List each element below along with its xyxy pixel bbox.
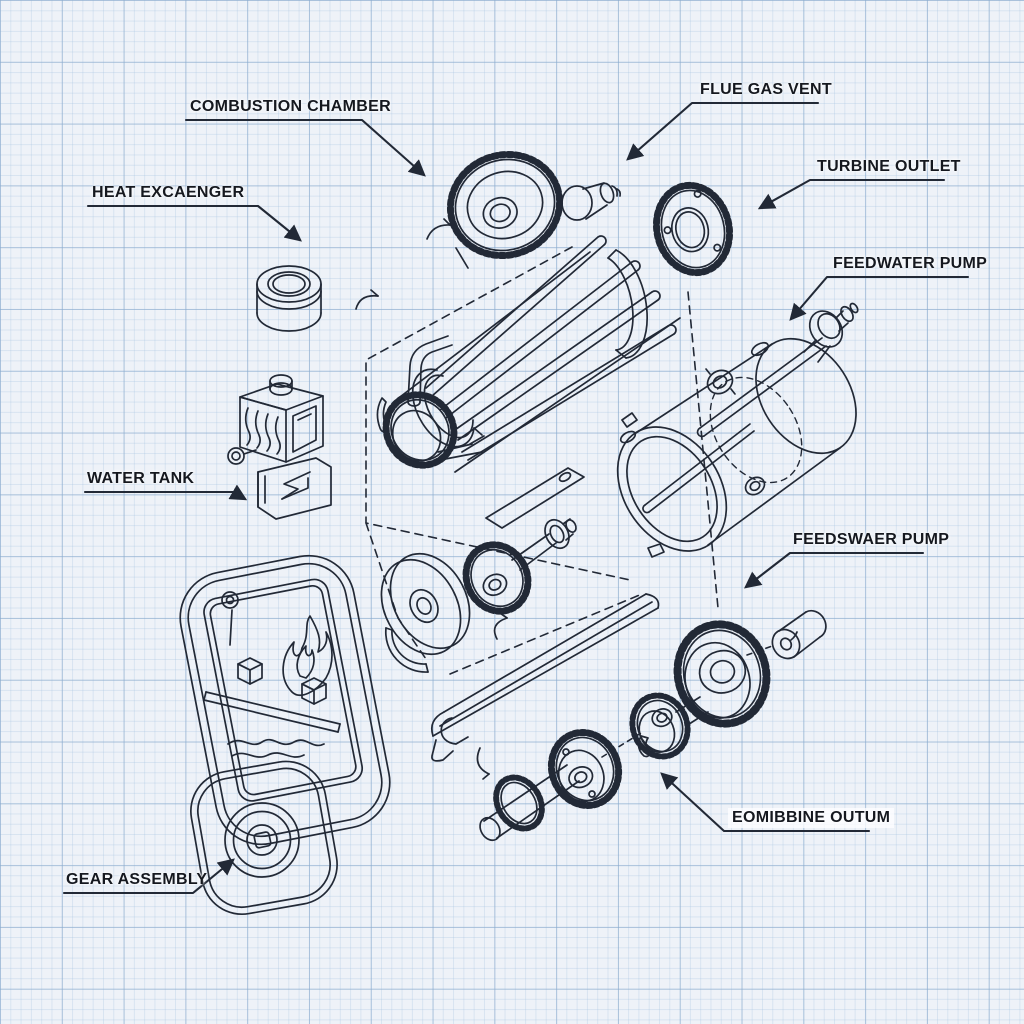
- label-combustion-chamber: COMBUSTION CHAMBER: [190, 98, 391, 115]
- label-heat-exchanger: HEAT EXCAENGER: [92, 184, 245, 201]
- leader-feedswaer-pump: [744, 551, 925, 589]
- flame: [282, 615, 333, 697]
- label-feedwater-pump-lower: FEEDSWAER PUMP: [793, 531, 950, 548]
- motion-marks: [355, 218, 508, 780]
- heat-exchanger-tube-bundle: [376, 235, 681, 529]
- leader-feedwater-pump: [789, 275, 970, 321]
- leader-combustion-chamber: [184, 118, 426, 177]
- label-flue-gas-vent: FLUE GAS VENT: [700, 81, 832, 98]
- label-combine-outum: EOMIBBINE OUTUM: [728, 808, 895, 828]
- gear-combustion: [446, 151, 564, 259]
- drum-nozzle: [803, 302, 859, 363]
- label-water-tank: WATER TANK: [87, 470, 195, 487]
- angle-bracket: [257, 457, 332, 520]
- boiler-drum: [616, 302, 859, 558]
- bushing-ring: [256, 265, 322, 332]
- leader-water-tank: [83, 484, 248, 501]
- gear-train: [479, 609, 827, 842]
- channel-rail: [430, 593, 660, 762]
- firebox-panel: [179, 554, 391, 846]
- leader-turbine-outlet: [757, 178, 946, 210]
- drum-clamp: [705, 368, 766, 496]
- cone-plug: [561, 182, 622, 221]
- label-feedwater-pump-upper: FEEDWATER PUMP: [833, 255, 988, 272]
- leader-heat-exchanger: [86, 204, 302, 242]
- small-ring: [227, 447, 257, 465]
- leader-flue-gas-vent: [626, 101, 820, 161]
- label-turbine-outlet: TURBINE OUTLET: [817, 158, 961, 175]
- label-gear-assembly: GEAR ASSEMBLY: [66, 871, 208, 888]
- leader-combine-outum: [660, 772, 871, 833]
- gear-assembly-plate: [190, 760, 338, 916]
- vent-box: [239, 374, 324, 463]
- flywheel-assembly: [380, 518, 577, 673]
- gear-turbine: [652, 181, 734, 277]
- leader-gear-assembly: [62, 858, 235, 895]
- barrel-piece: [771, 609, 827, 660]
- leader-lines: [62, 101, 970, 895]
